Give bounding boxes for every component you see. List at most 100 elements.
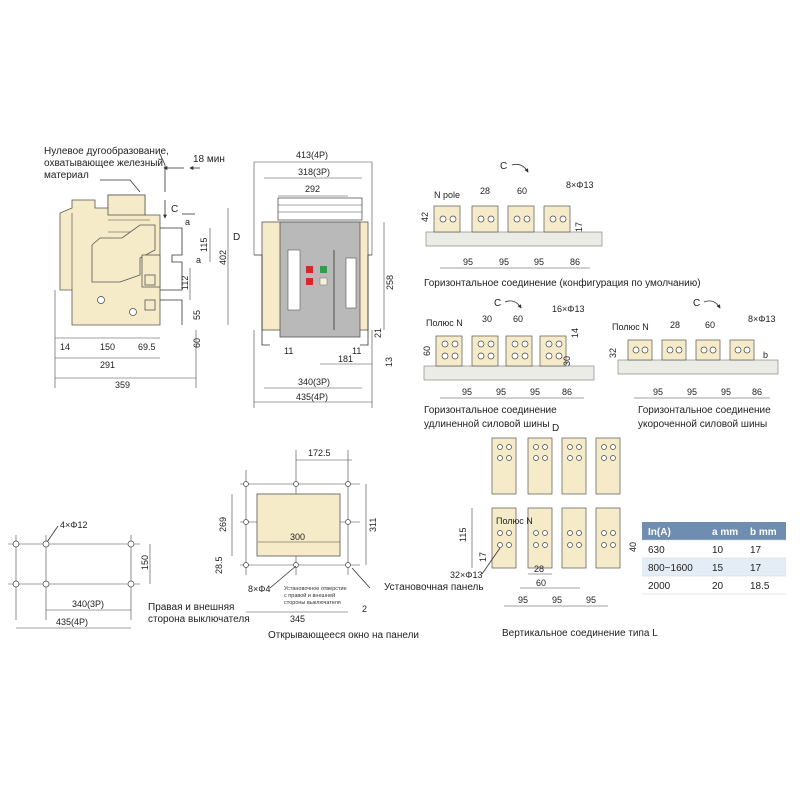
dim-95c-short: 95	[721, 387, 731, 397]
npole-label: N pole	[434, 190, 460, 200]
dim-95c-vert: 95	[586, 595, 596, 605]
dim-28-short: 28	[670, 320, 680, 330]
horizontal-short-connection: C Полюс N 28 60 8×Φ13 32 b 95 95 95 86 Г…	[608, 298, 779, 430]
panel-note-line-3: стороны выключателя	[284, 600, 341, 606]
caption-vertical: Вертикальное соединение типа L	[502, 628, 658, 639]
arc-note-line-3: материал	[44, 170, 89, 181]
table-cell: 20	[712, 581, 724, 592]
dim-17-vert: 17	[478, 552, 488, 562]
dim-13: 13	[384, 357, 394, 367]
front-view: Нулевое дугообразование, охватывающее же…	[44, 145, 240, 390]
table-header-bg	[642, 522, 786, 540]
panel-note-line-2: с правой и внешней	[284, 592, 335, 599]
holes-4-12: 4×Φ12	[60, 520, 87, 530]
dim-95a-short: 95	[653, 387, 663, 397]
arc-note-line-2: охватывающее железный	[44, 158, 163, 169]
dim-95a-vert: 95	[518, 595, 528, 605]
b-label: b	[763, 350, 768, 360]
c-label-1: C	[500, 161, 507, 172]
busbar-group-short	[627, 339, 755, 361]
table-cell: 10	[712, 545, 724, 556]
dim-28: 28	[480, 186, 490, 196]
dim-a1: a	[185, 217, 190, 227]
top-handle	[107, 194, 146, 216]
clearance-label: 18 мин	[193, 154, 225, 165]
arc-note-line-1: Нулевое дугообразование,	[44, 145, 169, 157]
table-cell: 15	[712, 563, 724, 574]
current-dimension-table: In(A) a mm b mm 630 10 17 800~1600 15 17…	[642, 522, 786, 595]
d-label-vert: D	[552, 423, 559, 434]
dim-60-vert: 60	[536, 578, 546, 588]
dim-17: 17	[574, 222, 584, 232]
indicator-green	[320, 266, 327, 273]
dim-359: 359	[115, 380, 130, 390]
table-cell: 18.5	[750, 581, 770, 592]
panel-note-line-1: Установочное отверстие	[284, 586, 347, 592]
dim-60: 60	[192, 338, 202, 348]
table-cell: 17	[750, 545, 762, 556]
dim-435: 435(4P)	[296, 392, 328, 402]
dim-60-h: 60	[422, 346, 432, 356]
dim-95b: 95	[499, 257, 509, 267]
dim-95c: 95	[534, 257, 544, 267]
dim-14: 14	[60, 342, 70, 352]
caption-holes-line-2: сторона выключателя	[148, 614, 250, 625]
caption-ext-line-2: удлиненной силовой шины	[424, 419, 550, 430]
caption-holes-line-1: Правая и внешняя	[148, 602, 234, 613]
dim-40: 40	[628, 542, 638, 552]
panel-cutout-view: 172.5 300 269 311 28.5 8×Φ4 Установочное…	[214, 448, 484, 641]
dim-30: 30	[482, 314, 492, 324]
dim-402: 402	[218, 250, 228, 265]
dim-86-ext: 86	[562, 387, 572, 397]
indicator-red	[306, 266, 313, 273]
dim-258: 258	[385, 275, 395, 290]
holes-8-4: 8×Φ4	[248, 584, 270, 594]
horizontal-default-connection: C N pole 28 60 8×Φ13 42 17 95 95 95 86 Г…	[420, 161, 701, 289]
dim-86: 86	[570, 257, 580, 267]
caption-ext-line-1: Горизонтальное соединение	[424, 405, 557, 416]
caption-panel: Открывающееся окно на панели	[268, 630, 419, 641]
dim-311: 311	[368, 518, 378, 532]
dim-413: 413(4P)	[296, 150, 328, 160]
cutout-window	[256, 493, 341, 557]
vertical-l-connection: D Полюс	[450, 423, 658, 639]
table-cell: 800~1600	[648, 563, 693, 574]
dim-318: 318(3P)	[298, 167, 330, 177]
dim-95b-short: 95	[687, 387, 697, 397]
dim-21: 21	[373, 328, 383, 338]
dim-60-short: 60	[705, 320, 715, 330]
dim-269: 269	[218, 517, 228, 532]
dim-2: 2	[362, 604, 367, 614]
dim-95c-ext: 95	[530, 387, 540, 397]
dim-95b-ext: 95	[496, 387, 506, 397]
caption-short-line-2: укороченной силовой шины	[638, 419, 767, 430]
dim-112: 112	[180, 276, 190, 290]
caption-short-line-1: Горизонтальное соединение	[638, 405, 771, 416]
dim-28-5: 28.5	[214, 556, 224, 574]
dim-300: 300	[290, 532, 305, 542]
dim-150-holes: 150	[140, 555, 150, 570]
panel-label: Установочная панель	[384, 582, 484, 593]
side-view: 413(4P) 318(3P) 292 258 21 13 11 11 181 …	[253, 150, 395, 408]
dim-95b-vert: 95	[552, 595, 562, 605]
table-cell: 630	[648, 545, 665, 556]
dim-150: 150	[100, 342, 115, 352]
dim-291: 291	[100, 360, 115, 370]
dim-115: 115	[199, 238, 209, 252]
dim-292: 292	[305, 184, 320, 194]
table-cell: 17	[750, 563, 762, 574]
dim-95a-ext: 95	[462, 387, 472, 397]
holes-8-13: 8×Φ13	[566, 180, 593, 190]
horizontal-extended-connection: C Полюс N 30 60 16×Φ13 60 14 30 95 95 95…	[422, 298, 595, 430]
dim-60-ext: 60	[513, 314, 523, 324]
table-header-in: In(A)	[648, 527, 671, 538]
c-label-2: C	[494, 298, 501, 309]
dim-69-5: 69.5	[138, 342, 156, 352]
dim-86-short: 86	[752, 387, 762, 397]
table-header-a: a mm	[712, 527, 738, 538]
dim-95a: 95	[463, 257, 473, 267]
dim-11-left: 11	[284, 346, 293, 356]
pole-label-ext: Полюс N	[426, 318, 463, 328]
